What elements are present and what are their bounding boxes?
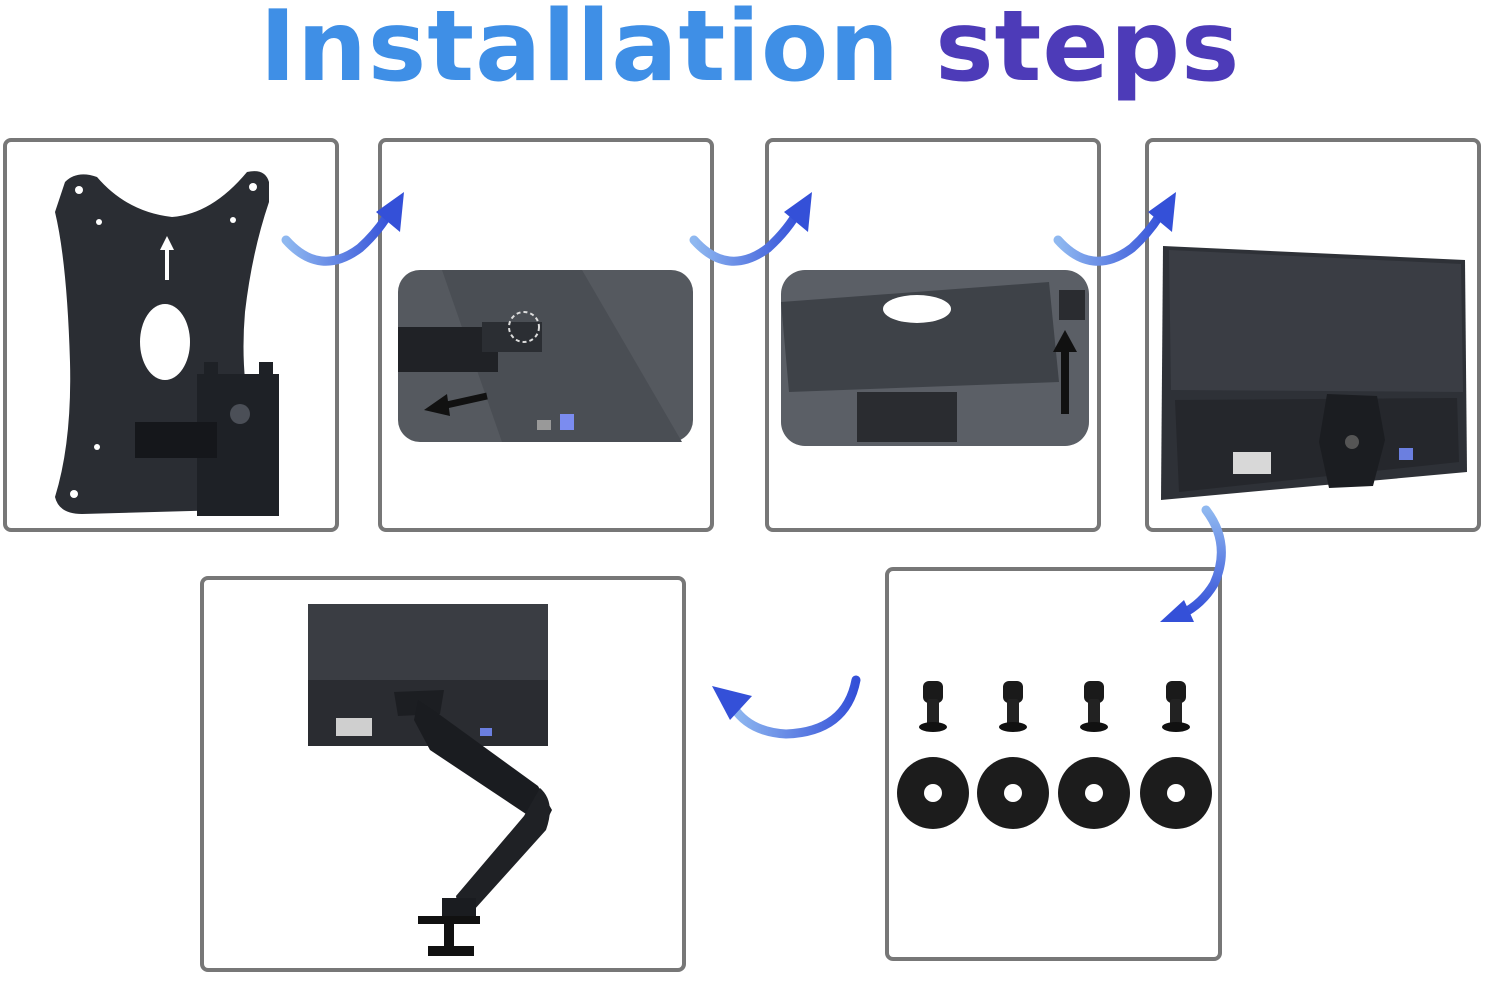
arrow-step1-to-step2-icon	[281, 192, 404, 266]
arrow-step5-to-step6-icon	[712, 675, 861, 739]
monitor-with-adapter-installed-image	[1161, 246, 1467, 500]
screws-and-washers-image	[897, 681, 1212, 829]
step-4-panel	[1145, 138, 1481, 532]
arrow-step3-to-step4-icon	[1053, 192, 1176, 266]
arrow-step4-to-step5-icon	[1160, 505, 1226, 622]
remove-monitor-stand-image	[398, 270, 693, 442]
screw-2-icon	[999, 681, 1027, 732]
step-3-panel	[765, 138, 1101, 532]
step-1-panel	[3, 138, 339, 532]
arrow-step2-to-step3-icon	[689, 192, 812, 266]
page-title: Installation steps	[0, 0, 1500, 99]
attach-adapter-plate-image	[781, 270, 1089, 446]
washer-4-icon	[1140, 757, 1212, 829]
step-6-panel	[200, 576, 686, 972]
washer-2-icon	[977, 757, 1049, 829]
title-word-steps: steps	[935, 0, 1241, 104]
screw-1-icon	[919, 681, 947, 732]
washer-3-icon	[1058, 757, 1130, 829]
step-5-panel	[885, 567, 1222, 961]
screw-4-icon	[1162, 681, 1190, 732]
monitor-on-arm-mount-image	[308, 604, 552, 956]
step-2-panel	[378, 138, 714, 532]
washer-1-icon	[897, 757, 969, 829]
screw-3-icon	[1080, 681, 1108, 732]
title-word-installation: Installation	[259, 0, 901, 104]
vesa-adapter-plate-image	[55, 171, 279, 516]
